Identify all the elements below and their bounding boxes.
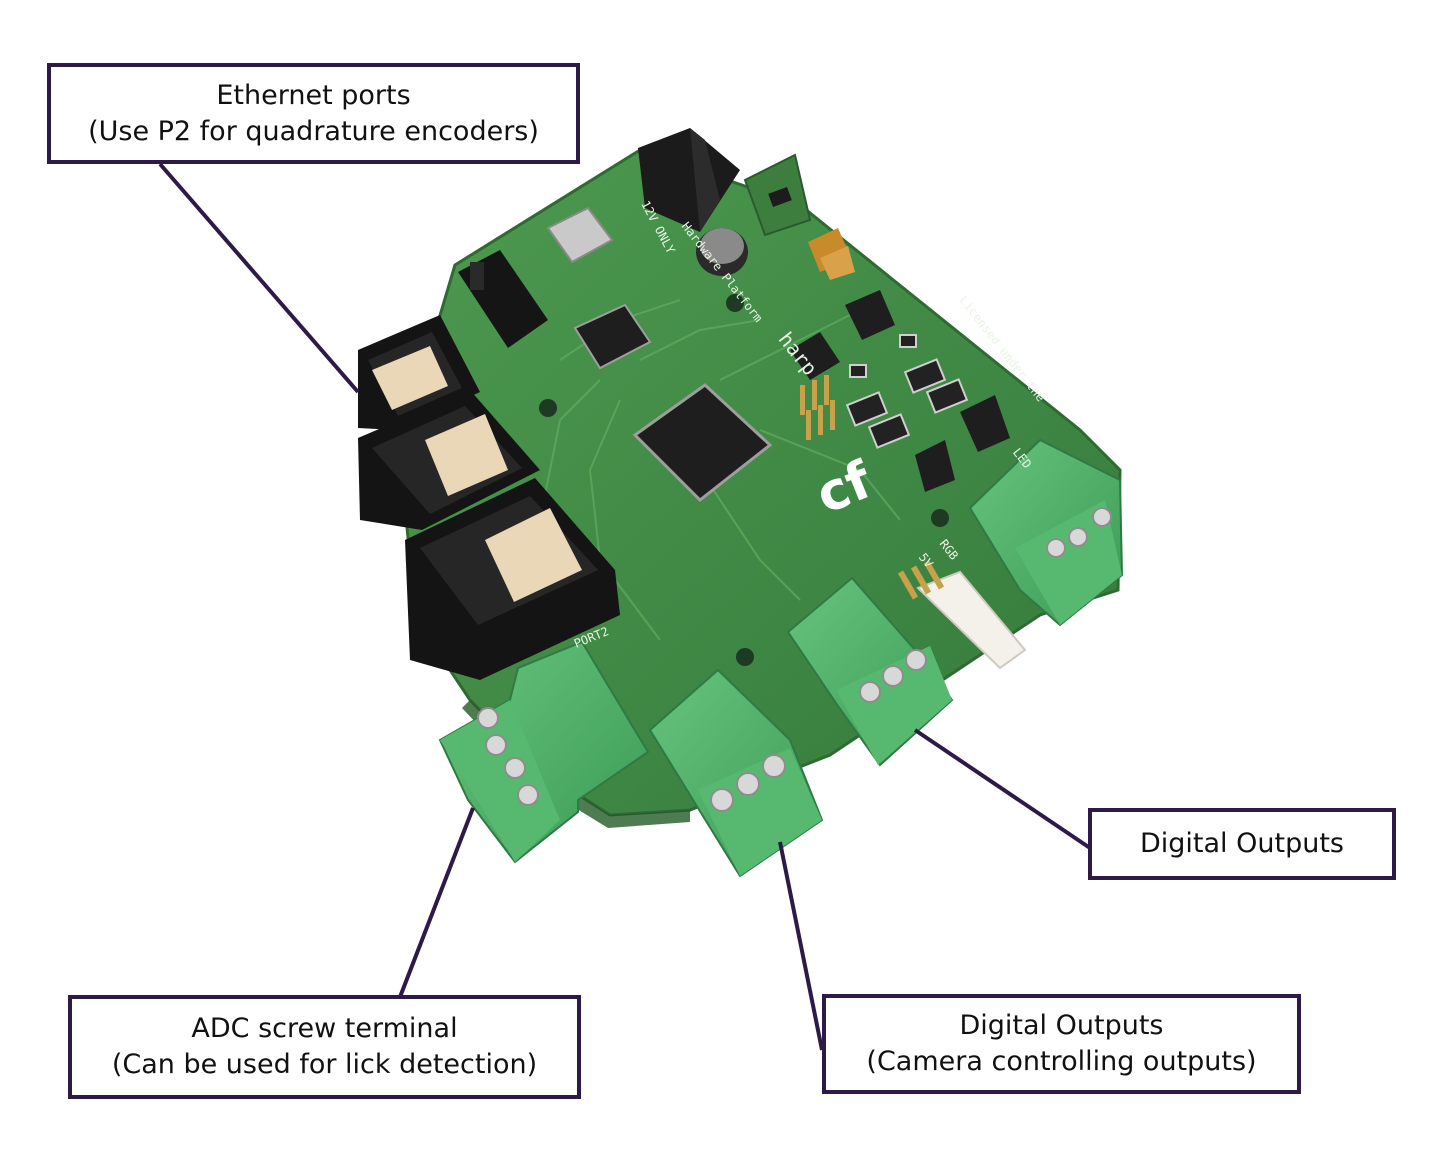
main-microcontroller: [632, 383, 773, 503]
audio-jack: [458, 250, 548, 348]
led-screw-terminals: [968, 438, 1124, 627]
callout-digital-outputs: Digital Outputs: [1088, 808, 1396, 880]
resistors: [845, 334, 969, 449]
callout-camera-subtitle: (Camera controlling outputs): [866, 1046, 1257, 1077]
ethernet-port-1: [358, 315, 480, 430]
callout-camera-outputs: Digital Outputs (Camera controlling outp…: [822, 994, 1301, 1094]
leader-line-ethernet: [158, 162, 360, 394]
callout-adc-subtitle: (Can be used for lick detection): [111, 1049, 538, 1080]
callout-ethernet-title: Ethernet ports: [216, 79, 411, 111]
daughter-board: [743, 153, 812, 237]
electrolytic-capacitor: [696, 228, 748, 276]
camera-screw-terminal: [648, 668, 824, 878]
callout-adc-title: ADC screw terminal: [191, 1013, 458, 1044]
ethernet-port-3: [405, 478, 620, 680]
leader-line-adc: [398, 807, 475, 998]
ethernet-ports: [358, 315, 620, 680]
rgb-led-connector: [897, 560, 1027, 670]
dc-power-jack: [638, 128, 740, 232]
callout-digital-outputs-title: Digital Outputs: [1139, 828, 1344, 859]
leader-line-digital-outputs: [913, 728, 1092, 850]
callout-ethernet-ports: Ethernet ports (Use P2 for quadrature en…: [47, 63, 580, 164]
ethernet-port-2: [358, 390, 540, 530]
integrated-circuits: [573, 228, 1010, 503]
leader-line-camera-outputs: [778, 841, 824, 1051]
callout-ethernet-subtitle: (Use P2 for quadrature encoders): [88, 115, 539, 147]
digital-output-screw-terminal: [786, 576, 954, 767]
callout-camera-title: Digital Outputs: [959, 1010, 1164, 1041]
pin-header: [800, 375, 835, 440]
callout-adc-screw-terminal: ADC screw terminal (Can be used for lick…: [68, 995, 581, 1099]
pcb-traces: [538, 299, 901, 641]
adc-screw-terminal: [438, 640, 650, 864]
usb-connector: [546, 206, 614, 264]
leader-lines: [158, 162, 1092, 1051]
